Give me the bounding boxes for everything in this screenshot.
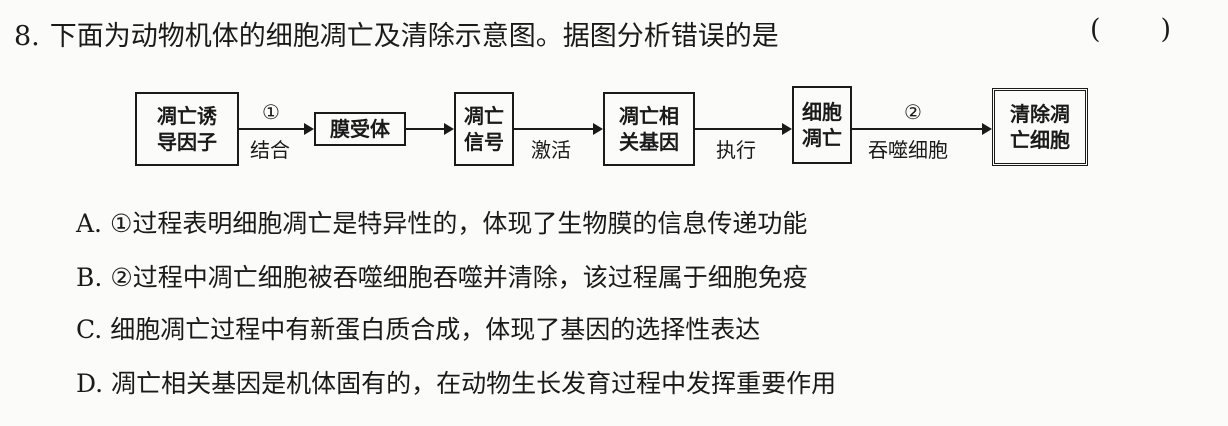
option-text: 凋亡相关基因是机体固有的，在动物生长发育过程中发挥重要作用	[111, 369, 837, 398]
option-text: 细胞凋亡过程中有新蛋白质合成，体现了基因的选择性表达	[110, 315, 761, 344]
option-c[interactable]: C.细胞凋亡过程中有新蛋白质合成，体现了基因的选择性表达	[76, 310, 760, 346]
option-letter: D.	[76, 369, 104, 398]
question-stem: 8. 下面为动物机体的细胞凋亡及清除示意图。据图分析错误的是	[14, 14, 779, 53]
apoptosis-flow-diagram: 凋亡诱导因子 膜受体 凋亡信号 凋亡相关基因 细胞凋亡 清除凋亡细胞 ① 结合 …	[0, 80, 1228, 190]
option-d[interactable]: D.凋亡相关基因是机体固有的，在动物生长发育过程中发挥重要作用	[76, 364, 836, 400]
arrow-head-2	[444, 123, 454, 135]
arrow-activate	[514, 128, 593, 130]
arrow-label-phagocyte: 吞噬细胞	[868, 138, 948, 162]
arrow-phagocytose	[852, 128, 982, 130]
option-letter: A.	[76, 209, 103, 238]
option-text: ②过程中凋亡细胞被吞噬细胞吞噬并清除，该过程属于细胞免疫	[110, 263, 808, 292]
arrow-bind	[239, 128, 304, 130]
option-letter: B.	[76, 263, 103, 292]
option-text: ①过程表明细胞凋亡是特异性的，体现了生物膜的信息传递功能	[110, 209, 808, 238]
question-text: 下面为动物机体的细胞凋亡及清除示意图。据图分析错误的是	[49, 21, 779, 52]
arrow-execute	[695, 128, 782, 130]
arrow-receptor-signal	[406, 128, 444, 130]
arrow-label-bind: 结合	[250, 138, 290, 162]
arrow-label-execute: 执行	[716, 138, 756, 162]
arrow-label-step1: ①	[262, 100, 280, 124]
option-a[interactable]: A.①过程表明细胞凋亡是特异性的，体现了生物膜的信息传递功能	[76, 204, 807, 240]
option-b[interactable]: B.②过程中凋亡细胞被吞噬细胞吞噬并清除，该过程属于细胞免疫	[76, 258, 808, 294]
answer-blank[interactable]: ()	[1090, 14, 1172, 45]
arrow-label-activate: 激活	[531, 138, 571, 162]
arrow-head-4	[782, 123, 792, 135]
box-apoptosis-inducer: 凋亡诱导因子	[135, 92, 239, 166]
question-number: 8.	[14, 21, 40, 52]
box-clear-apoptotic-cells: 清除凋亡细胞	[992, 88, 1088, 166]
arrow-label-step2: ②	[904, 100, 922, 124]
box-apoptosis-genes: 凋亡相关基因	[603, 92, 695, 166]
box-membrane-receptor: 膜受体	[314, 112, 406, 146]
option-letter: C.	[76, 315, 103, 344]
box-apoptosis-signal: 凋亡信号	[454, 92, 514, 166]
box-cell-apoptosis: 细胞凋亡	[792, 86, 852, 164]
arrow-head-3	[593, 123, 603, 135]
arrow-head-1	[304, 123, 314, 135]
arrow-head-5	[982, 123, 992, 135]
